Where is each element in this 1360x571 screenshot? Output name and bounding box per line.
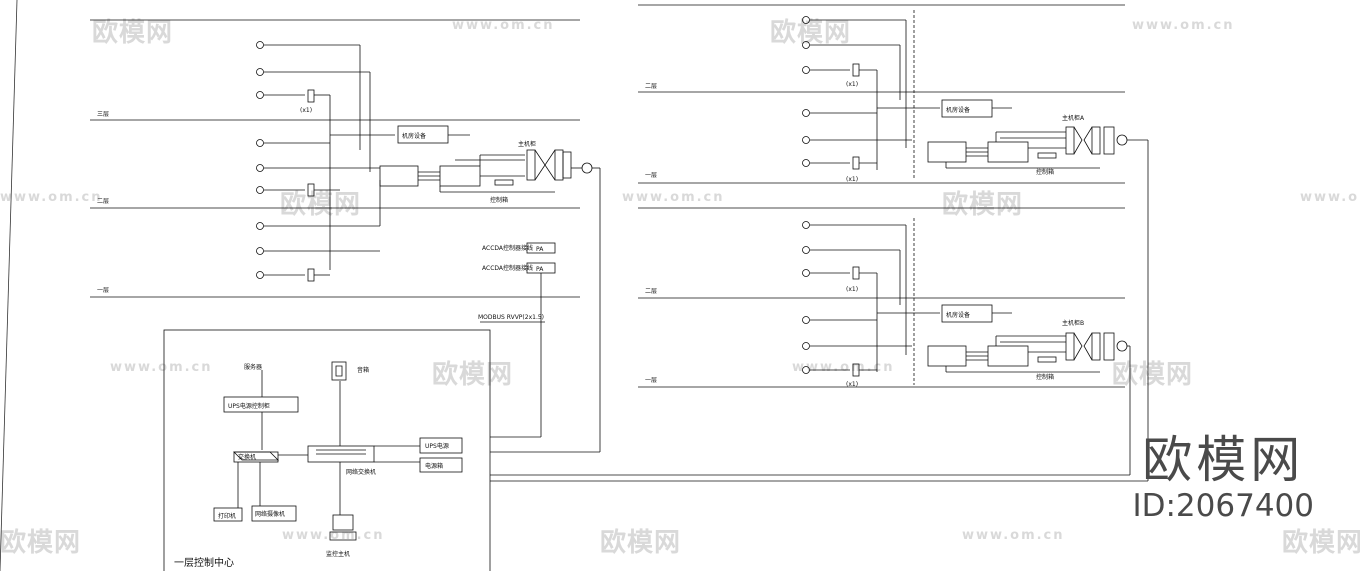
watermark-url: www.om.cn [452, 18, 555, 33]
control-center-title: 一层控制中心 [174, 556, 234, 569]
cc-right-box1: UPS电源 [425, 442, 449, 450]
switch-label: (x1) [300, 107, 312, 114]
floor-label: 一层 [645, 172, 657, 179]
floor-label: 一层 [97, 287, 109, 294]
watermark-logo: 欧模网 [600, 528, 682, 558]
legend-line: ACCDA控制器接线 [482, 244, 533, 252]
device-label: 控制箱 [1036, 168, 1054, 176]
floor-label: 三层 [97, 111, 109, 118]
cc-upper-box: UPS电源控制柜 [228, 402, 270, 410]
sensor-group-left-3f [256, 41, 371, 270]
cc-bottom-mid: 网络摄像机 [255, 510, 285, 518]
watermark-logo: 欧模网 [942, 190, 1024, 220]
legend-box: PA [536, 266, 544, 273]
floor-label: 二层 [97, 198, 109, 205]
floor-label: 一层 [645, 377, 657, 384]
cc-computer: 监控主机 [326, 550, 350, 558]
legend-line: ACCDA控制器接线 [482, 264, 533, 272]
watermark-url: www.om.cn [792, 360, 895, 375]
brand-mark: 欧模网 ID:2067400 [1132, 432, 1314, 524]
device-label: 控制箱 [490, 196, 508, 204]
legend-box: PA [536, 246, 544, 253]
switch-label: (x1) [846, 176, 858, 183]
watermark-url: www.om.cn [1300, 190, 1360, 205]
brand-id: ID:2067400 [1132, 488, 1314, 524]
sensor-group-left-1f [256, 180, 381, 282]
watermark-logo: 欧模网 [432, 360, 514, 390]
cc-speaker: 音箱 [357, 366, 369, 374]
watermark-url: www.om.cn [962, 528, 1065, 543]
watermark-logo: 欧模网 [770, 18, 852, 48]
watermark-logo: 欧模网 [1112, 360, 1194, 390]
device-label: 主机柜B [1062, 319, 1084, 327]
watermark-logo: 欧模网 [1282, 528, 1360, 558]
cc-right-box2: 电源箱 [425, 462, 443, 470]
bus-label: MODBUS RVVP(2x1.5) [478, 314, 544, 321]
watermark-logo: 欧模网 [92, 18, 174, 48]
sensor-group-right-a [802, 16, 912, 170]
sensor-group-left-2f [256, 139, 380, 197]
control-center-frame [163, 329, 491, 571]
watermark-url: www.om.cn [1132, 18, 1235, 33]
cc-bottom-left: 打印机 [218, 512, 236, 520]
cc-switch: 交换机 [238, 453, 256, 461]
brand-title: 欧模网 [1142, 431, 1305, 489]
watermark-url: www.om.cn [0, 190, 103, 205]
device-label: 控制箱 [1036, 373, 1054, 381]
watermark-logo: 欧模网 [0, 528, 82, 558]
sensor-group-right-b [802, 221, 912, 377]
cc-rack: 网络交换机 [346, 468, 376, 476]
floor-label: 二层 [645, 83, 657, 90]
device-label: 机房设备 [402, 132, 426, 140]
watermark-url: www.om.cn [282, 528, 385, 543]
device-label: 主机柜A [1062, 114, 1085, 122]
switch-label: (x1) [846, 381, 858, 388]
watermark-logo: 欧模网 [280, 190, 362, 220]
floor-label: 二层 [645, 288, 657, 295]
watermark-url: www.om.cn [110, 360, 213, 375]
device-label: 主机柜 [518, 140, 536, 148]
cc-top-device: 服务器 [244, 363, 262, 371]
watermark-url: www.om.cn [622, 190, 725, 205]
device-label: 机房设备 [946, 106, 970, 114]
switch-label: (x1) [846, 81, 858, 88]
device-label: 机房设备 [946, 311, 970, 319]
switch-label: (x1) [846, 286, 858, 293]
